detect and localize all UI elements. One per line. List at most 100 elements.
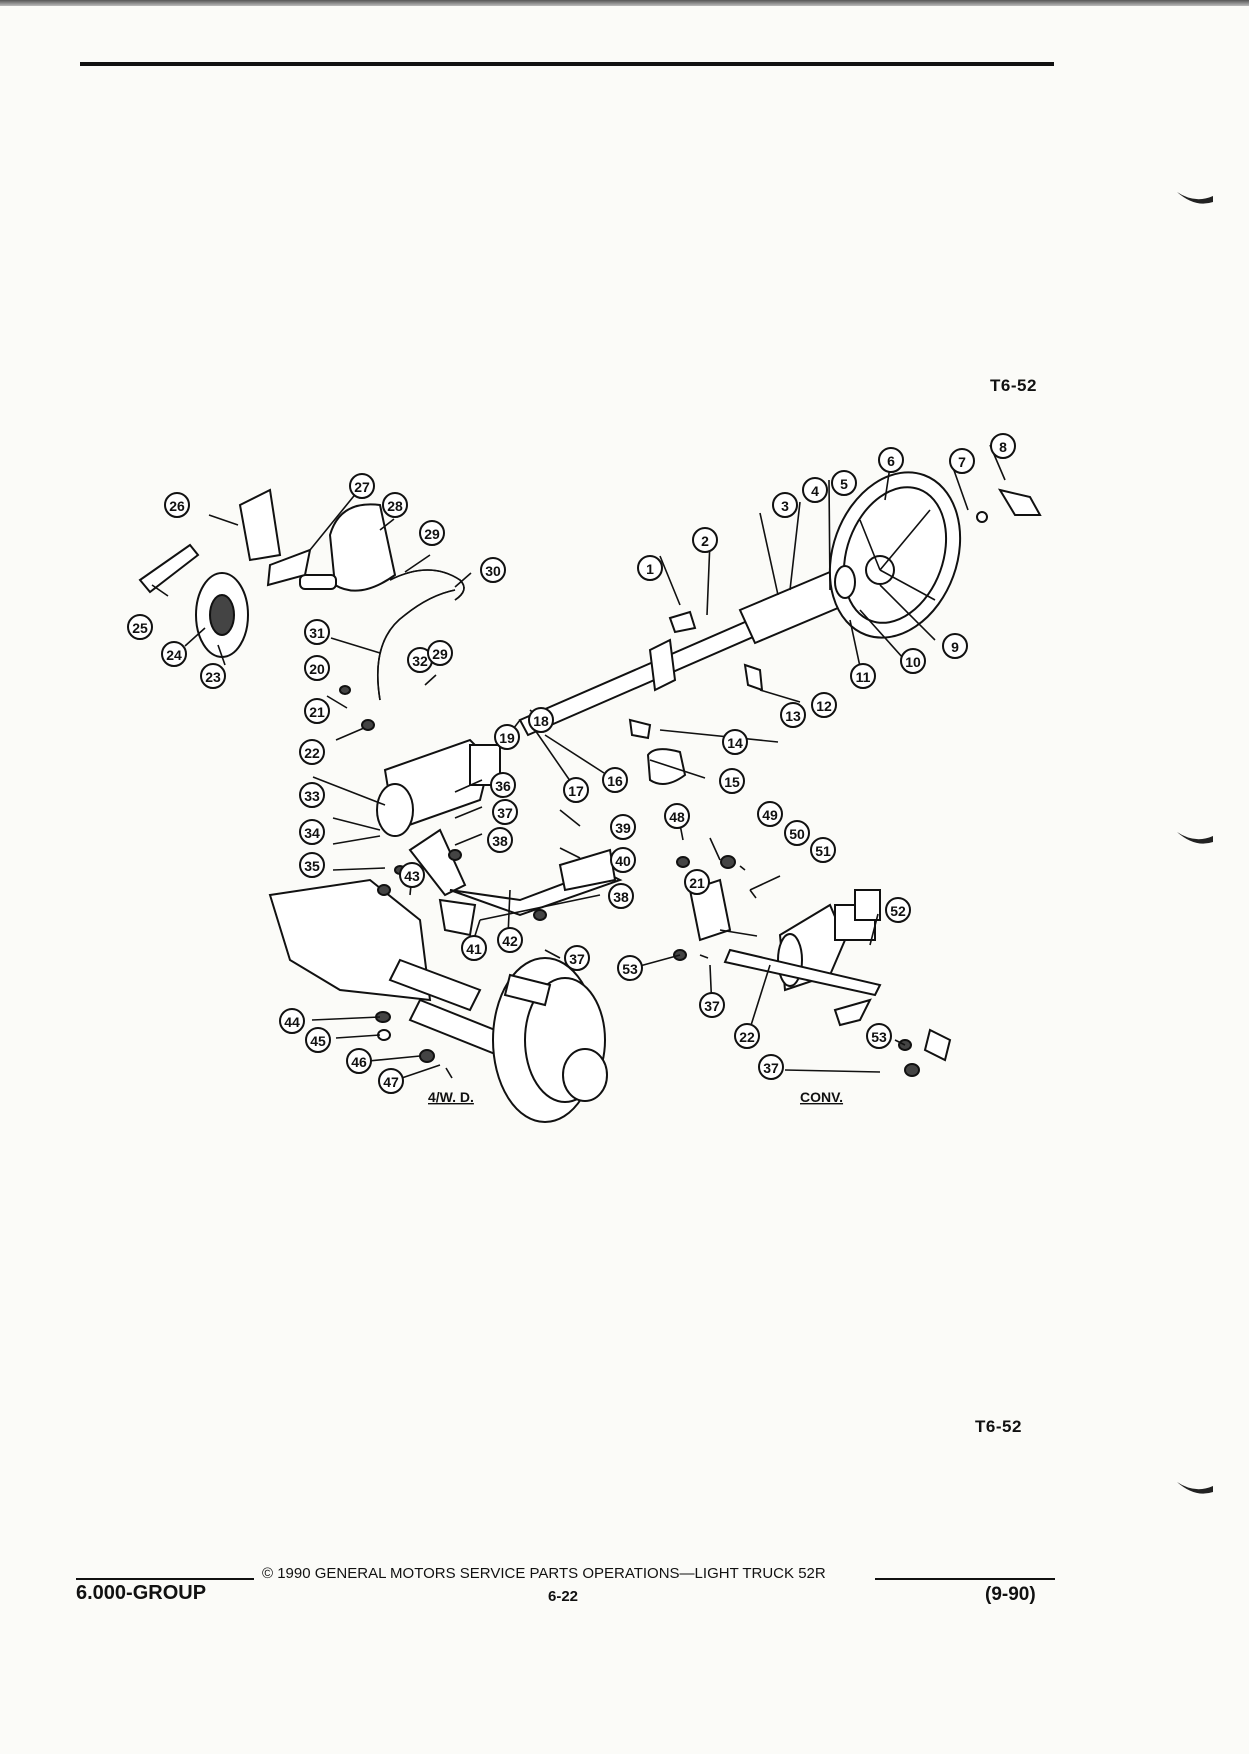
binder-hole-mark	[1177, 192, 1213, 204]
callout-49: 49	[757, 801, 783, 827]
callout-39: 39	[610, 814, 636, 840]
callout-8: 8	[990, 433, 1016, 459]
callout-52: 52	[885, 897, 911, 923]
pressure-hoses	[377, 569, 465, 701]
callout-51: 51	[810, 837, 836, 863]
callout-number: 17	[568, 783, 584, 799]
callout-number: 39	[615, 820, 631, 836]
callout-35: 35	[299, 852, 325, 878]
callout-29: 29	[427, 640, 453, 666]
callout-17: 17	[563, 777, 589, 803]
callout-31: 31	[304, 619, 330, 645]
callout-25: 25	[127, 614, 153, 640]
pump-pulley	[195, 572, 249, 658]
binder-hole-mark	[1177, 1482, 1213, 1494]
callout-7: 7	[949, 448, 975, 474]
callout-21: 21	[684, 869, 710, 895]
callout-38: 38	[608, 883, 634, 909]
callout-number: 44	[284, 1014, 300, 1030]
variant-label-4wd: 4/W. D.	[428, 1089, 474, 1105]
variant-label-conv: CONV.	[800, 1089, 843, 1105]
callout-number: 23	[205, 669, 221, 685]
callout-43: 43	[399, 862, 425, 888]
callout-number: 26	[169, 498, 185, 514]
callout-28: 28	[382, 492, 408, 518]
callout-46: 46	[346, 1048, 372, 1074]
callout-number: 4	[811, 483, 819, 499]
callout-50: 50	[784, 820, 810, 846]
steering-column-shaft	[518, 570, 847, 737]
callout-number: 46	[351, 1054, 367, 1070]
callout-number: 37	[763, 1060, 779, 1076]
callout-15: 15	[719, 768, 745, 794]
horn-parts	[834, 488, 1042, 599]
callout-number: 38	[613, 889, 629, 905]
callout-37: 37	[492, 799, 518, 825]
callout-number: 27	[354, 479, 370, 495]
callout-number: 28	[387, 498, 403, 514]
callout-number: 37	[497, 805, 513, 821]
scan-edge	[0, 0, 1249, 6]
callout-number: 38	[492, 833, 508, 849]
small-hardware-conv	[673, 855, 920, 1077]
callout-53: 53	[617, 955, 643, 981]
callout-38: 38	[487, 827, 513, 853]
callout-37: 37	[564, 945, 590, 971]
binder-hole-mark	[1177, 832, 1213, 844]
front-axle-4wd	[268, 878, 608, 1123]
callout-number: 18	[533, 713, 549, 729]
callout-22: 22	[734, 1023, 760, 1049]
callout-18: 18	[528, 707, 554, 733]
callout-4: 4	[802, 477, 828, 503]
steering-gear-4wd	[376, 738, 501, 837]
callout-number: 16	[607, 773, 623, 789]
callout-20: 20	[304, 655, 330, 681]
callout-10: 10	[900, 648, 926, 674]
callout-number: 45	[310, 1033, 326, 1049]
footer-rule-right	[875, 1578, 1055, 1580]
callout-24: 24	[161, 641, 187, 667]
header-rule	[80, 62, 1054, 66]
callout-number: 1	[646, 561, 654, 577]
callout-44: 44	[279, 1008, 305, 1034]
callout-number: 51	[815, 843, 831, 859]
callout-48: 48	[664, 803, 690, 829]
callout-number: 13	[785, 708, 801, 724]
callout-number: 25	[132, 620, 148, 636]
callout-number: 36	[495, 778, 511, 794]
callout-number: 20	[309, 661, 325, 677]
callout-number: 35	[304, 858, 320, 874]
callout-30: 30	[480, 557, 506, 583]
callout-number: 37	[704, 998, 720, 1014]
callout-40: 40	[610, 847, 636, 873]
figure-code-bottom: T6-52	[975, 1417, 1022, 1436]
callout-16: 16	[602, 767, 628, 793]
callout-number: 11	[856, 669, 871, 685]
callout-number: 22	[304, 745, 320, 761]
callout-34: 34	[299, 819, 325, 845]
callout-number: 31	[309, 625, 325, 641]
steering-wheel	[828, 471, 962, 639]
callout-number: 32	[412, 653, 428, 669]
callout-14: 14	[722, 729, 748, 755]
callout-number: 52	[890, 903, 906, 919]
callout-19: 19	[494, 724, 520, 750]
callout-36: 36	[490, 772, 516, 798]
pitman-and-links-conv	[688, 878, 952, 1062]
footer-copyright: © 1990 GENERAL MOTORS SERVICE PARTS OPER…	[262, 1565, 826, 1582]
callout-number: 9	[951, 639, 959, 655]
callout-number: 7	[958, 454, 966, 470]
callout-number: 21	[309, 704, 325, 720]
pump-brackets	[138, 488, 312, 594]
callout-number: 37	[569, 951, 585, 967]
callout-6: 6	[878, 447, 904, 473]
power-steering-pump	[299, 503, 397, 592]
callout-29: 29	[419, 520, 445, 546]
callout-number: 47	[383, 1074, 399, 1090]
callout-number: 29	[424, 526, 440, 542]
callout-number: 22	[739, 1029, 755, 1045]
callout-number: 8	[999, 439, 1007, 455]
callout-37: 37	[699, 992, 725, 1018]
callout-23: 23	[200, 663, 226, 689]
callout-2: 2	[692, 527, 718, 553]
